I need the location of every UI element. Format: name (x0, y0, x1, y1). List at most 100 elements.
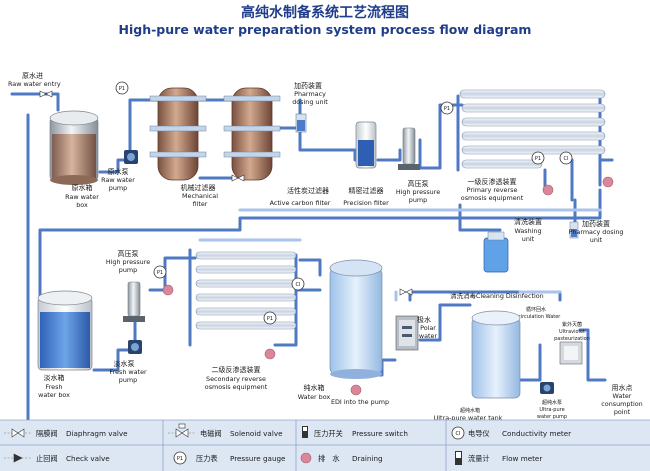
pure-water-box (329, 259, 383, 379)
raw-pump-label-en2: pump (109, 184, 127, 192)
legend: CI 隔膜阀 Diaphragm valve 电磁阀 Solenoid valv… (0, 419, 650, 471)
dosing1-label-cn: 加药装置 (294, 81, 322, 90)
consume-label-en1: Water (613, 392, 632, 400)
pressure-gauge-icon: P1 (173, 451, 187, 465)
svg-text:P1: P1 (119, 86, 125, 92)
fresh-box-label-en2: water box (38, 391, 70, 399)
mech-filter-label-en1: Mechanical (182, 192, 218, 200)
raw-water-pump (124, 150, 138, 164)
polar-label-en1: Polar (420, 324, 436, 332)
fresh-water-box (37, 290, 93, 371)
title-cn: 高纯水制备系统工艺流程图 (241, 4, 409, 21)
ultra-box-label-en: Ultra-pure water tank (434, 414, 503, 422)
light-pipes (198, 208, 602, 302)
fresh-box-label-en1: Fresh (45, 383, 62, 391)
legend-check-cn: 止回阀 (36, 454, 58, 463)
uv-label-en1: Ultraviolet (559, 329, 585, 335)
draining-icon (542, 184, 554, 196)
washing-label-en1: Washing (514, 227, 541, 235)
conductivity-meter-icon: CI (451, 426, 465, 440)
primary-ro-equipment (459, 89, 606, 169)
flow-meter-icon (455, 451, 462, 465)
carbon-filter-label-cn: 活性炭过滤器 (287, 186, 329, 195)
legend-diaphragm-cn: 隔膜阀 (36, 429, 58, 438)
hp2-label-en2: pump (119, 266, 137, 274)
uv-pasteurization (559, 341, 583, 365)
mech-filter-label-en2: filter (193, 200, 208, 208)
hp1-label-en2: pump (409, 196, 427, 204)
raw-pump-label-en1: Raw water (101, 176, 135, 184)
draining-icon (602, 176, 614, 188)
clean-disinfect-label: 清洗消毒Cleaning Disinfection (450, 291, 543, 300)
consume-label-cn: 用水点 (612, 383, 633, 392)
ultra-pure-water-pump (540, 382, 554, 394)
raw-box-label-en1: Raw water (65, 193, 99, 201)
svg-text:P1: P1 (157, 270, 163, 276)
washing-label-cn: 清洗装置 (514, 217, 542, 226)
legend-conductivity-cn: 电导仪 (468, 429, 490, 438)
hp2-label-en1: High pressure (106, 258, 150, 266)
raw-box-label-cn: 原水箱 (72, 183, 93, 192)
legend-flow-cn: 流量计 (468, 454, 490, 463)
pharmacy-dosing-unit-1 (295, 113, 307, 133)
draining-icon (350, 384, 362, 396)
recirc-label-cn: 循环回水 (526, 306, 546, 313)
active-carbon-filter (223, 87, 281, 181)
legend-solenoid-cn: 电磁阀 (200, 429, 222, 438)
fresh-pump-label-cn: 淡水泵 (114, 359, 135, 368)
edi-module (395, 315, 419, 351)
hp2-label-cn: 高压泵 (118, 249, 139, 258)
raw-entry-label-en: Raw water entry (8, 80, 61, 88)
draining-icon (300, 452, 312, 464)
legend-pswitch-en: Pressure switch (352, 429, 408, 438)
legend-diaphragm-en: Diaphragm valve (66, 429, 128, 438)
pressure-switch-icon (302, 426, 308, 438)
svg-text:P1: P1 (444, 106, 450, 112)
svg-text:P1: P1 (535, 156, 541, 162)
svg-text:CI: CI (296, 282, 301, 288)
mech-filter-label-cn: 机械过滤器 (181, 183, 216, 192)
svg-text:CI: CI (564, 156, 569, 162)
svg-text:P1: P1 (177, 456, 183, 462)
dosing2-label-en1: Pharmacy dosing (569, 228, 624, 236)
mechanical-filter (149, 87, 207, 181)
primary-ro-label-en2: osmosis equipment (461, 194, 524, 202)
conductivity-meter-icon: CI (291, 277, 305, 291)
secondary-ro-label-en2: osmosis equipment (205, 383, 268, 391)
consume-label-en2: consumption (601, 400, 642, 408)
svg-text:CI: CI (456, 431, 461, 437)
solenoid-valve-icon (168, 423, 196, 438)
legend-pgauge-cn: 压力表 (196, 454, 218, 463)
pressure-gauge-icon: P1 (115, 81, 129, 95)
ultra-pump-label-cn: 超纯水泵 (542, 399, 562, 406)
fresh-box-label-cn: 淡水箱 (44, 373, 65, 382)
primary-ro-label-en1: Primary reverse (467, 186, 518, 194)
raw-water-box (49, 110, 99, 185)
secondary-ro-label-cn: 二级反渗透装置 (212, 365, 261, 374)
pressure-gauge-icon: P1 (153, 265, 167, 279)
precision-filter (355, 121, 377, 169)
legend-drain-en: Draining (352, 454, 383, 463)
raw-box-label-en2: box (76, 201, 88, 209)
fresh-pump-label-en1: Fresh water (109, 368, 147, 376)
consume-label-en3: point (614, 408, 631, 416)
recirc-label-en: Recirculation Water (512, 314, 562, 320)
fresh-pump-label-en2: pump (119, 376, 137, 384)
washing-label-en2: unit (522, 235, 535, 243)
hp1-label-en1: High pressure (396, 188, 440, 196)
hp1-label-cn: 高压泵 (408, 179, 429, 188)
fresh-water-pump (128, 340, 142, 354)
legend-check-en: Check valve (66, 454, 110, 463)
check-valve-icon (4, 453, 32, 463)
legend-pswitch-cn: 压力开关 (314, 429, 343, 438)
uv-label-en2: pasteurization (554, 336, 590, 342)
precision-label-en: Precision filter (343, 199, 389, 207)
legend-drain-cn: 排 水 (318, 454, 340, 463)
pressure-gauge-icon: P1 (440, 101, 454, 115)
legend-solenoid-en: Solenoid valve (230, 429, 283, 438)
dosing1-label-en2: dosing unit (292, 98, 328, 106)
legend-pgauge-en: Pressure gauge (230, 454, 286, 463)
ultra-box-label-cn: 超纯水箱 (460, 407, 480, 414)
ultra-pump-label-en2: water pump (537, 414, 567, 420)
